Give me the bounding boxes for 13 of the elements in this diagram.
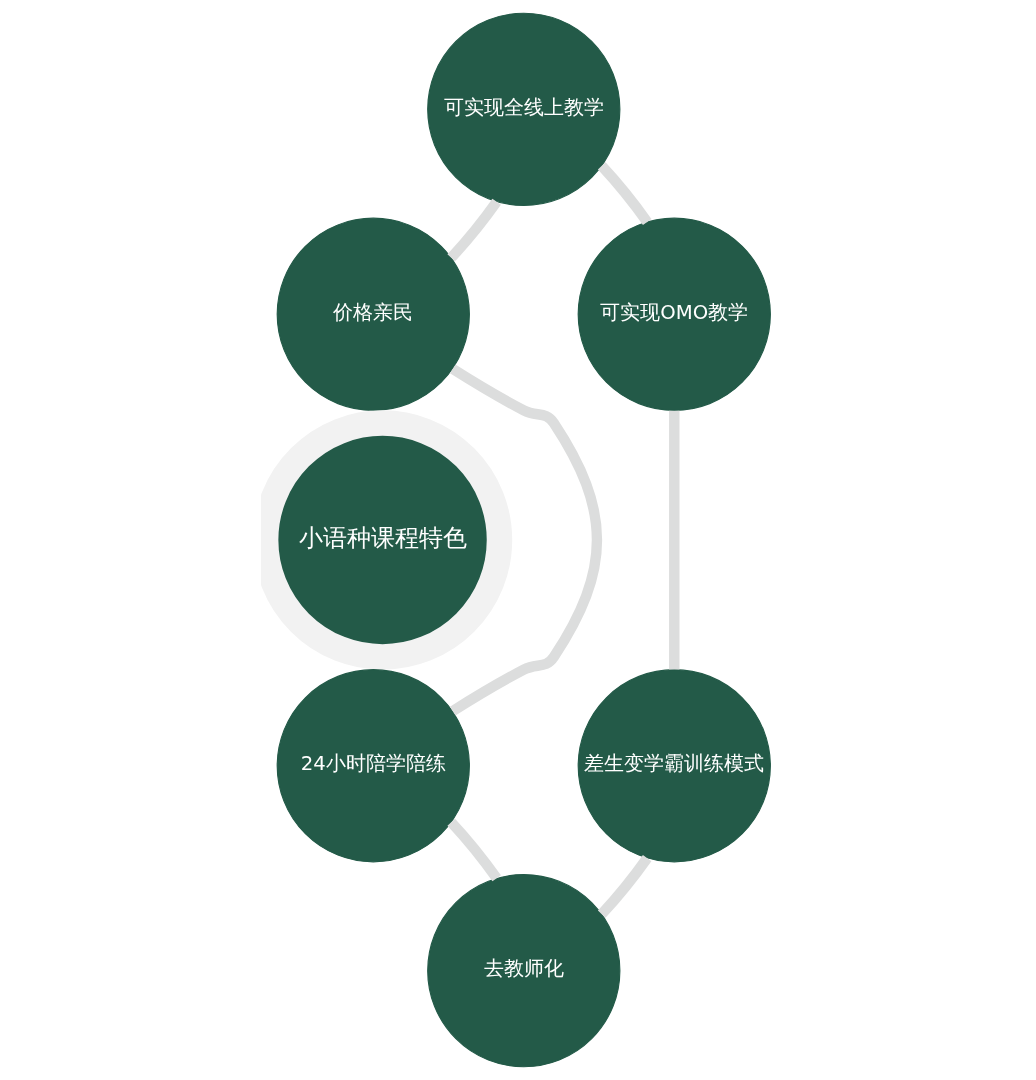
node-circle: 小语种课程特色 [261, 410, 513, 670]
node-circle: 可实现全线上教学 [427, 12, 621, 206]
connector [447, 198, 501, 262]
connector [449, 364, 602, 716]
node-circle: 可实现OMO教学 [577, 217, 771, 411]
node-circle: 24小时陪学陪练 [276, 669, 470, 863]
connector [597, 162, 652, 225]
connector [669, 410, 680, 670]
node-circle: 价格亲民 [276, 217, 470, 411]
node-circle: 去教师化 [427, 873, 621, 1068]
connector [597, 855, 652, 918]
connector [447, 818, 501, 882]
node-circle: 差生变学霸训练模式 [577, 669, 771, 863]
